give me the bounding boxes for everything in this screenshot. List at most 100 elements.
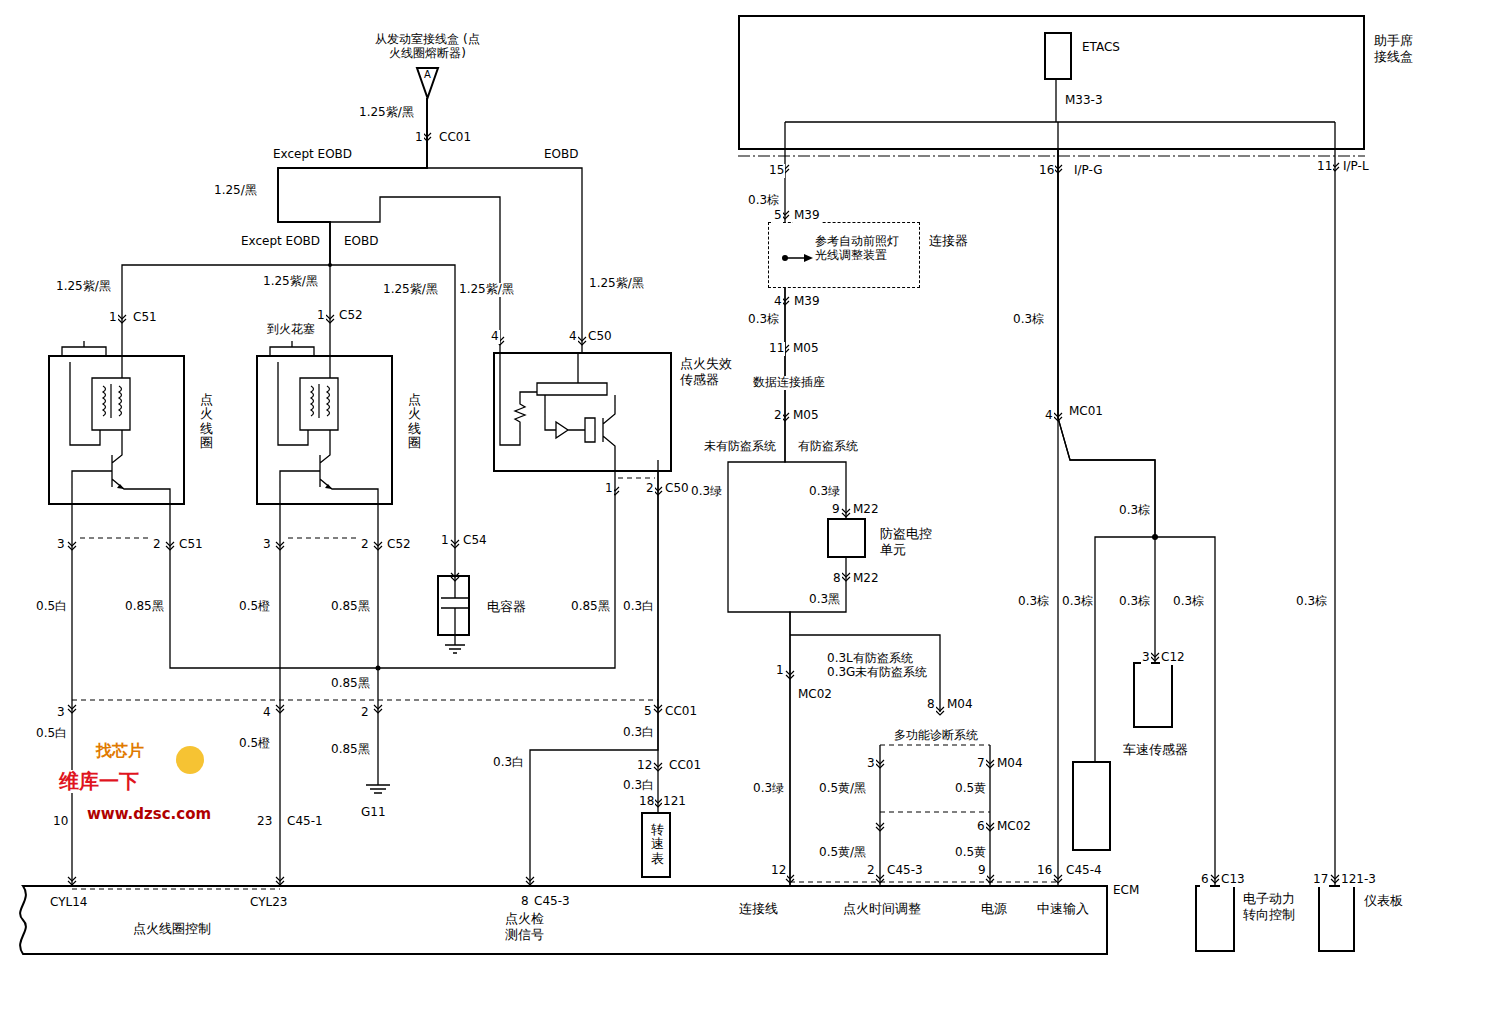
wire-label: 1.25紫/黑 <box>382 283 439 297</box>
cluster-title: 仪表板 <box>1364 893 1403 909</box>
wire-label: 4 <box>568 330 578 344</box>
wire-label: C51 <box>178 538 204 552</box>
immobilizer-title: 防盗电控单元 <box>880 526 935 557</box>
coil-title: 点火线圈 <box>200 393 213 450</box>
wire-label: M05 <box>792 342 820 356</box>
wire-label: 1.25紫/黑 <box>262 275 319 289</box>
wire-label: 2 <box>360 706 370 720</box>
wire-label: 4 <box>773 295 783 309</box>
wire-label: 16 <box>1038 164 1055 178</box>
watermark: www.dzsc.com <box>86 806 212 823</box>
wire-label: 3 <box>262 538 272 552</box>
wire-label: 11 <box>768 342 785 356</box>
wire-label: 6 <box>1200 873 1210 887</box>
connector-note: 参考自动前照灯光线调整装置 <box>815 234 903 263</box>
wire-label: M04 <box>946 698 974 712</box>
tachometer-title: 转速表 <box>651 823 664 866</box>
wire-label: 0.3棕 <box>1017 595 1050 609</box>
wire-label: 10 <box>52 815 69 829</box>
wire-label: 0.5白 <box>35 727 68 741</box>
wire-label: 5 <box>773 209 783 223</box>
wire <box>71 505 72 885</box>
watermark: 维库一下 <box>58 770 140 793</box>
eps-box: 电子动力转向控制 <box>1195 885 1235 952</box>
wire-label: M39 <box>793 295 821 309</box>
wire-label: 3 <box>866 757 876 771</box>
wire-label: 1.25/黑 <box>213 184 258 198</box>
wire <box>790 558 846 885</box>
wire <box>279 505 280 885</box>
wire-label: Except EOBD <box>272 148 353 162</box>
wire-label: 0.3棕 <box>1061 595 1094 609</box>
wire-label: 1.25紫/黑 <box>588 277 645 291</box>
ecm-outline <box>20 886 1107 954</box>
wire-label: C52 <box>338 309 364 323</box>
wire-label: 7 <box>976 757 986 771</box>
wire-label: 1 <box>414 131 424 145</box>
wire-label: 0.3棕 <box>1172 595 1205 609</box>
wire-label: 0.5黄/黑 <box>818 846 867 860</box>
wire-label: M04 <box>996 757 1024 771</box>
coil-title: 点火线圈 <box>408 393 421 450</box>
wire-label: 0.85黑 <box>570 600 611 614</box>
ecm-title: ECM <box>1113 883 1139 897</box>
wire-label: MC02 <box>996 820 1032 834</box>
wire-label: M33-3 <box>1064 94 1104 108</box>
capacitor-box: 电容器 <box>437 575 470 636</box>
wire-label: C50 <box>587 330 613 344</box>
wire-label: I/P-G <box>1073 164 1104 178</box>
wire-label: 0.3棕 <box>1118 595 1151 609</box>
wire-label: 有防盗系统 <box>797 440 859 454</box>
connector-chevron <box>876 760 884 768</box>
misfire-sensor: 点火失效传感器 <box>493 352 672 472</box>
connector-chevron <box>936 707 944 715</box>
wire-label: 0.3棕 <box>747 194 780 208</box>
wire <box>427 98 582 352</box>
wire-label: 到火花塞 <box>266 323 316 337</box>
wire-label: C45-3 <box>886 864 924 878</box>
wire-label: 12 <box>770 864 787 878</box>
wire-label: 1 <box>440 534 450 548</box>
wire-label: C54 <box>462 534 488 548</box>
wire-label: 18 <box>638 795 655 809</box>
ignition-coil: 点火线圈 <box>48 355 185 505</box>
wire-label: 0.3白 <box>622 600 655 614</box>
wire-label: 1.25紫/黑 <box>458 283 515 297</box>
wire-label: 5 <box>643 705 653 719</box>
wire-label: 11 <box>1316 160 1333 174</box>
capacitor-title: 电容器 <box>487 599 526 615</box>
wire-label: 1 <box>108 311 118 325</box>
function-label: 连接线 <box>739 901 778 917</box>
connector-chevron <box>986 760 994 768</box>
wire-label: 0.3白 <box>622 779 655 793</box>
wire <box>278 98 427 355</box>
capacitor-symbol <box>441 575 469 653</box>
wire-label: 4 <box>1044 409 1054 423</box>
wire-label: 3 <box>1141 651 1151 665</box>
wire-label: 1.25紫/黑 <box>55 280 112 294</box>
wire-label: 4 <box>262 706 272 720</box>
wire-label: 121-3 <box>1340 873 1377 887</box>
connector-chevron <box>374 705 382 713</box>
unlabeled-module <box>1073 762 1110 850</box>
wire-label: I/P-L <box>1342 160 1370 174</box>
wire-label: 0.5黄/黑 <box>818 782 867 796</box>
wire-label: M39 <box>793 209 821 223</box>
splice-dot <box>782 255 788 261</box>
wire-label: C52 <box>386 538 412 552</box>
wire-label: 数据连接插座 <box>752 376 826 390</box>
wire-label: CC01 <box>668 759 702 773</box>
coil-symbol <box>270 341 378 505</box>
splice-dot <box>376 666 381 671</box>
sensor-title: 点火失效传感器 <box>680 356 735 387</box>
function-label: 电源 <box>981 901 1007 917</box>
wire-label: 2 <box>773 409 783 423</box>
wire-label: C50 <box>664 482 690 496</box>
coil-symbol <box>62 341 170 505</box>
wire-label: 8 <box>520 895 530 909</box>
wire-label: 1 <box>775 664 785 678</box>
wire-label: Except EOBD <box>240 235 321 249</box>
wire-label: 0.3绿 <box>690 485 723 499</box>
wire-label: 17 <box>1312 873 1329 887</box>
